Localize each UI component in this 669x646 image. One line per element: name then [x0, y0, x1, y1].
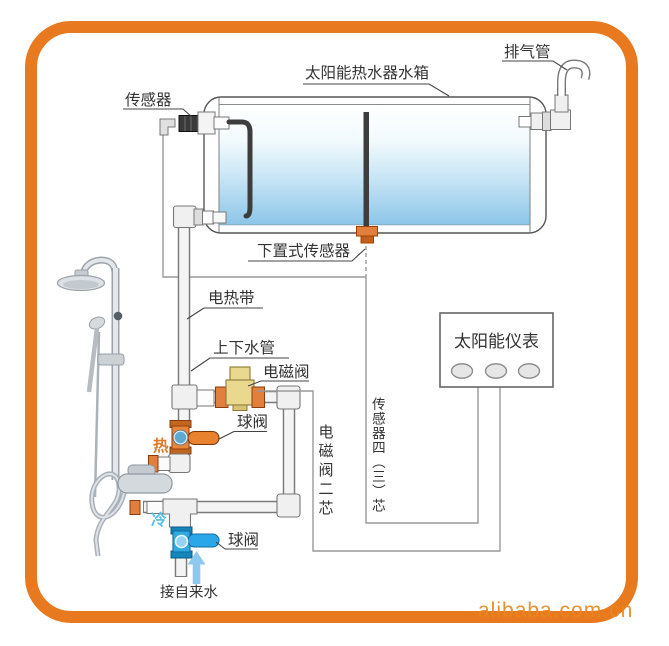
solenoid-valve-assembly — [171, 366, 301, 518]
controller-box — [439, 312, 554, 388]
exhaust-pipe-label: 排气管 — [504, 44, 551, 61]
solenoid-body — [225, 379, 255, 406]
cold-label: 冷 — [151, 512, 167, 529]
water-pipe-label: 上下水管 — [213, 340, 276, 357]
solenoid-wire-label: 电磁阀二芯 — [316, 424, 334, 519]
cold-ball-valve-label: 球阀 — [228, 532, 260, 549]
meter-title: 太阳能仪表 — [454, 332, 539, 351]
meter-button — [517, 363, 541, 379]
decorative-border — [25, 21, 638, 623]
label-leaders — [123, 60, 568, 550]
bottom-sensor-label: 下置式传感器 — [257, 243, 351, 260]
meter-button — [484, 363, 508, 379]
top-sensor-label: 传感器 — [125, 92, 172, 109]
sensor-wire-label: 传感器四（三）芯 — [369, 397, 385, 513]
sensor-wire — [162, 135, 479, 524]
sensor-probe — [226, 119, 253, 219]
watermark: alibaba.com.cn — [478, 599, 634, 622]
hand-shower — [88, 316, 106, 330]
shower-mixer — [117, 473, 173, 494]
hot-label: 热 — [153, 438, 169, 455]
cold-valve-handle — [187, 533, 220, 548]
shower-fixture — [56, 256, 173, 557]
cold-tee — [129, 498, 198, 528]
hot-ball-valve — [148, 420, 220, 474]
hot-ball-valve-label: 球阀 — [237, 414, 269, 431]
exhaust-pipe — [518, 59, 591, 131]
top-sensor — [159, 111, 253, 219]
water-tank — [203, 96, 547, 234]
heating-tape-label: 电热带 — [208, 290, 255, 307]
tank-label: 太阳能热水器水箱 — [305, 65, 430, 82]
tap-water-arrow-icon — [187, 551, 206, 584]
solenoid-valve-label: 电磁阀 — [263, 364, 310, 381]
solenoid-nut-right — [251, 386, 265, 408]
tank-water — [219, 105, 530, 225]
meter-button — [450, 363, 474, 379]
cold-ball-valve — [170, 526, 220, 559]
bottom-sensor — [356, 112, 378, 244]
hot-valve-handle — [187, 430, 220, 446]
tank-outlet-elbow — [172, 205, 227, 229]
solenoid-wire — [257, 387, 501, 552]
tap-water-label: 接自来水 — [160, 585, 218, 601]
